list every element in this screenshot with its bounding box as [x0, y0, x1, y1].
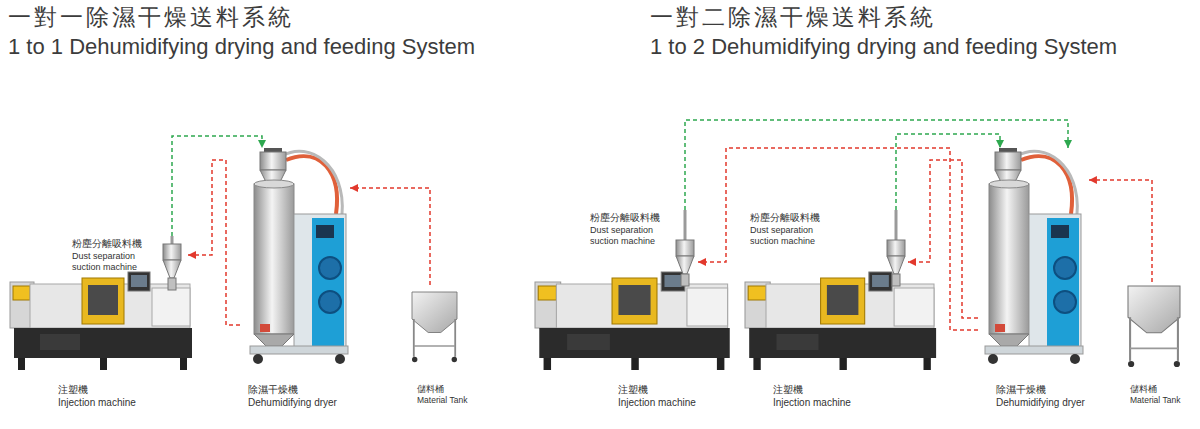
label-group: 儲料桶Material Tank [417, 384, 467, 406]
injection-machine [745, 272, 936, 370]
system-title: 一對二除濕干燥送料系統 [650, 4, 936, 32]
english-label: Injection machine [773, 397, 851, 410]
dryer-machine [985, 148, 1083, 364]
english-label: Dust separation suction machine [750, 225, 830, 248]
machine-node: 粉塵分離吸料機Dust separation suction machine [748, 210, 908, 285]
dust-separator [163, 244, 181, 290]
system-title: 1 to 2 Dehumidifying drying and feeding … [650, 34, 1117, 60]
machine-node: 注塑機Injection machine [533, 292, 733, 415]
english-label: Injection machine [58, 397, 136, 410]
chinese-label: 除濕干燥機 [996, 384, 1085, 397]
dust-separator [887, 240, 905, 286]
material-tank [412, 292, 457, 362]
chinese-label: 儲料桶 [1130, 384, 1180, 395]
flow-line [172, 136, 262, 236]
injection-machine [10, 272, 192, 370]
machine-node: 粉塵分離吸料機Dust separation suction machine [588, 210, 698, 285]
machine-node: 除濕干燥機Dehumidifying dryer [240, 148, 350, 415]
english-label: Dehumidifying dryer [996, 397, 1085, 410]
flow-line [350, 188, 430, 285]
flow-line [188, 160, 240, 325]
chinese-label: 粉塵分離吸料機 [590, 212, 670, 225]
label-group: 注塑機Injection machine [58, 384, 136, 409]
label-group: 粉塵分離吸料機Dust separation suction machine [72, 238, 152, 273]
label-group: 注塑機Injection machine [773, 384, 851, 409]
material-tank [1128, 286, 1180, 367]
label-group: 除濕干燥機Dehumidifying dryer [996, 384, 1085, 409]
suction-pipe [684, 210, 687, 242]
flow-line [896, 134, 1000, 210]
machine-node: 儲料桶Material Tank [405, 285, 471, 415]
dust-separator [163, 244, 181, 290]
english-label: Material Tank [1130, 395, 1180, 406]
english-label: Injection machine [618, 397, 696, 410]
system-title: 一對一除濕干燥送料系統 [8, 4, 294, 32]
dryer-machine [985, 148, 1083, 364]
chinese-label: 粉塵分離吸料機 [750, 212, 830, 225]
system-title: 1 to 1 Dehumidifying drying and feeding … [8, 34, 475, 60]
label-group: 除濕干燥機Dehumidifying dryer [248, 384, 337, 409]
injection-machine [10, 272, 192, 370]
chinese-label: 注塑機 [58, 384, 136, 397]
injection-machine [535, 272, 730, 370]
material-tank [1128, 286, 1180, 367]
english-label: Dust separation suction machine [590, 225, 670, 248]
injection-machine [745, 272, 936, 370]
dust-separator [676, 240, 694, 286]
machine-node: 除濕干燥機Dehumidifying dryer [978, 148, 1089, 415]
flow-line [698, 148, 978, 330]
dryer-machine [250, 148, 348, 364]
machine-node: 注塑機Injection machine [8, 290, 190, 415]
label-group: 粉塵分離吸料機Dust separation suction machine [750, 212, 830, 247]
chinese-label: 粉塵分離吸料機 [72, 238, 152, 251]
label-group: 注塑機Injection machine [618, 384, 696, 409]
flow-line [908, 160, 978, 318]
flow-line [685, 120, 1068, 210]
dust-separator [676, 240, 694, 286]
chinese-label: 儲料桶 [417, 384, 467, 395]
dust-separator [887, 240, 905, 286]
machine-node: 注塑機Injection machine [743, 292, 938, 415]
label-group: 粉塵分離吸料機Dust separation suction machine [590, 212, 670, 247]
chinese-label: 注塑機 [618, 384, 696, 397]
material-tank [412, 292, 457, 362]
suction-pipe [895, 210, 898, 242]
label-group: 儲料桶Material Tank [1130, 384, 1180, 406]
english-label: Dehumidifying dryer [248, 397, 337, 410]
english-label: Dust separation suction machine [72, 251, 152, 274]
injection-machine [535, 272, 730, 370]
dryer-machine [250, 148, 348, 364]
english-label: Material Tank [417, 395, 467, 406]
machine-node: 粉塵分離吸料機Dust separation suction machine [68, 236, 188, 288]
flow-line [1089, 180, 1152, 282]
machine-node: 儲料桶Material Tank [1122, 282, 1192, 415]
chinese-label: 注塑機 [773, 384, 851, 397]
chinese-label: 除濕干燥機 [248, 384, 337, 397]
